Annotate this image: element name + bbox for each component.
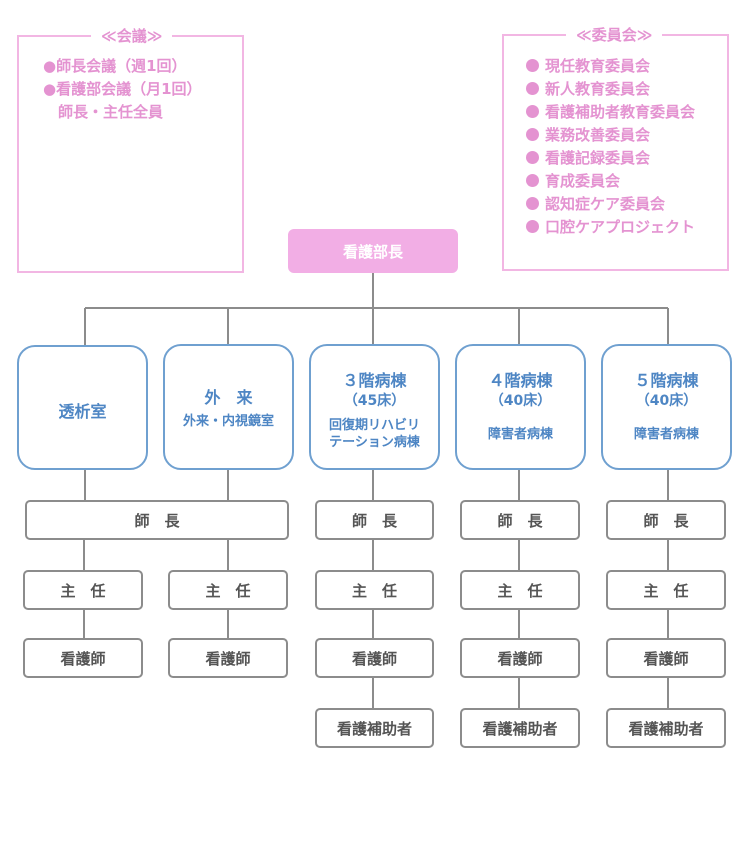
committee-item: 看護記録委員会 [526, 147, 650, 170]
dept-name: 透析室 [58, 402, 107, 421]
committees-box: ≪委員会≫ 現任教育委員会 新人教育委員会 看護補助者教育委員会 業務改善委員会… [502, 25, 729, 271]
chief-box: 主 任 [315, 570, 434, 610]
committee-item: 看護補助者教育委員会 [526, 101, 695, 124]
dept-sub: 外来・内視鏡室 [182, 414, 274, 429]
committee-item: 口腔ケアプロジェクト [526, 216, 695, 239]
nurse-box: 看護師 [606, 638, 726, 678]
nursing-assistant-box: 看護補助者 [606, 708, 726, 748]
nurse-box: 看護師 [315, 638, 434, 678]
dept-3f-ward: ３階病棟 （45床） 回復期リハビリ テーション病棟 [309, 344, 440, 470]
dept-sub: 障害者病棟 [487, 427, 553, 442]
chief-box: 主 任 [460, 570, 580, 610]
dept-beds: （40床） [635, 393, 698, 409]
committees-title: ≪委員会≫ [566, 25, 663, 45]
nursing-director-box: 看護部長 [288, 229, 458, 273]
committee-item: 現任教育委員会 [526, 55, 650, 78]
dept-sub: 障害者病棟 [633, 427, 699, 442]
meeting-item: ●看護部会議（月1回） [43, 80, 202, 98]
bullet-icon [526, 128, 539, 141]
dept-beds: （40床） [489, 393, 552, 409]
dept-name: 外 来 [204, 388, 253, 407]
bullet-icon [526, 197, 539, 210]
meeting-item: 師長・主任全員 [43, 103, 164, 121]
nurse-box: 看護師 [460, 638, 580, 678]
meetings-title: ≪会議≫ [91, 26, 173, 46]
nurse-box: 看護師 [23, 638, 143, 678]
committee-item: 新人教育委員会 [526, 78, 650, 101]
nursing-assistant-box: 看護補助者 [315, 708, 434, 748]
committee-item: 業務改善委員会 [526, 124, 650, 147]
nursing-assistant-box: 看護補助者 [460, 708, 580, 748]
dept-outpatient: 外 来 外来・内視鏡室 [163, 344, 294, 470]
head-nurse-box: 師 長 [315, 500, 434, 540]
chief-box: 主 任 [168, 570, 288, 610]
bullet-icon [526, 174, 539, 187]
bullet-icon [526, 220, 539, 233]
dept-name: ３階病棟 [342, 371, 407, 390]
dept-5f-ward: ５階病棟 （40床） 障害者病棟 [601, 344, 732, 470]
bullet-icon [526, 105, 539, 118]
meeting-item: ●師長会議（週1回） [43, 57, 187, 75]
committee-item: 認知症ケア委員会 [526, 193, 665, 216]
dept-sub: 回復期リハビリ [328, 418, 420, 433]
dept-4f-ward: ４階病棟 （40床） 障害者病棟 [455, 344, 586, 470]
bullet-icon [526, 151, 539, 164]
dept-name: ５階病棟 [634, 371, 699, 390]
dept-beds: （45床） [343, 393, 406, 409]
nurse-box: 看護師 [168, 638, 288, 678]
chief-box: 主 任 [23, 570, 143, 610]
head-nurse-box: 師 長 [606, 500, 726, 540]
chief-box: 主 任 [606, 570, 726, 610]
head-nurse-box: 師 長 [460, 500, 580, 540]
dept-dialysis: 透析室 [17, 345, 148, 470]
head-nurse-box: 師 長 [25, 500, 289, 540]
bullet-icon [526, 82, 539, 95]
dept-sub: テーション病棟 [329, 435, 420, 450]
committee-item: 育成委員会 [526, 170, 620, 193]
meetings-box: ≪会議≫ ●師長会議（週1回） ●看護部会議（月1回） 師長・主任全員 [17, 26, 244, 273]
bullet-icon [526, 59, 539, 72]
dept-name: ４階病棟 [488, 371, 553, 390]
